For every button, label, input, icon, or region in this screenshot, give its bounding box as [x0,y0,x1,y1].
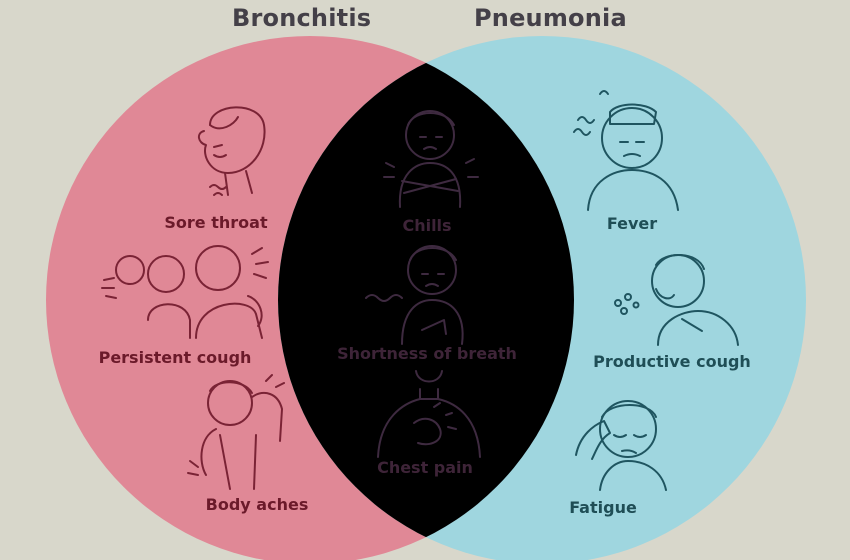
fever-label: Fever [606,214,658,233]
person-fatigue-icon [575,400,667,491]
person-productive-cough-icon [614,253,739,346]
shortness-of-breath-label: Shortness of breath [337,344,517,363]
chest-pain-label: Chest pain [377,458,473,477]
pneumonia-title: Pneumonia [474,4,627,32]
productive-cough-label: Productive cough [593,352,751,371]
person-shivering-icon [383,110,479,208]
person-sore-throat-icon [198,106,266,196]
overlap-region [278,36,574,560]
body-aches-label: Body aches [205,495,309,514]
persistent-cough-label: Persistent cough [98,348,252,367]
chills-label: Chills [402,216,452,235]
person-fever-icon [573,90,679,211]
person-short-breath-icon [365,245,464,345]
sore-throat-label: Sore throat [164,213,268,232]
people-coughing-icon [101,245,269,339]
person-body-aches-icon [187,374,285,490]
person-chest-pain-icon [377,370,481,458]
fatigue-label: Fatigue [569,498,637,517]
bronchitis-title: Bronchitis [232,4,372,32]
